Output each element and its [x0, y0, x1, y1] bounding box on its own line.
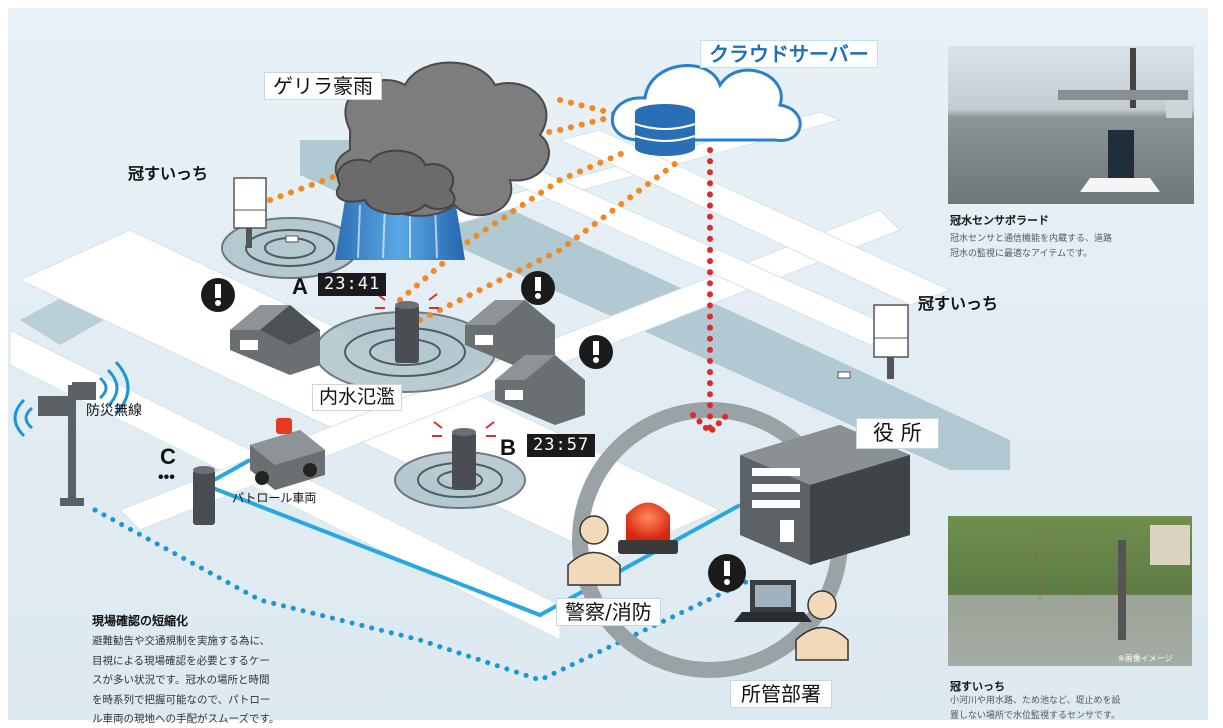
house-icon-3: [495, 355, 585, 425]
guerrilla-rain-label: ゲリラ豪雨: [264, 72, 382, 100]
radio-dots: [92, 507, 753, 683]
note-line: スが多い状況です。冠水の場所と時間: [92, 674, 270, 686]
kansui-label-right: 冠すいっち: [918, 294, 999, 313]
photo2-desc: 小河川や用水路、ため池など、堤止めを設 置しない場所で水位監視するセンサです。: [950, 694, 1200, 724]
alert-icon-3: [579, 335, 613, 369]
photo1-desc: 冠水センサと通信機能を内蔵する、道路 冠水の監視に最適なアイテムです。: [950, 232, 1200, 262]
naisui-label: 内水氾濫: [312, 384, 403, 411]
person-icon-2: [795, 590, 849, 661]
speaker-tower-icon: [13, 360, 130, 506]
patrol-label: パトロール車両: [232, 491, 317, 505]
yakusho-label: 役 所: [856, 418, 939, 449]
house-icon-2: [465, 300, 555, 370]
clock-b: 23:57: [527, 434, 596, 457]
marker-c-dots: •••: [158, 469, 175, 486]
note-body: 避難勧告や交通規制を実施する為に、 目視による現場確認を必要とするケー スが多い…: [92, 632, 392, 728]
rain-cloud-icon: [334, 61, 550, 260]
keisatsu-label: 警察/消防: [556, 598, 661, 626]
photo2-title: 冠すいっち: [950, 680, 1005, 693]
photo-water-switch: [948, 516, 1192, 666]
alert-icon-1: [201, 278, 235, 312]
flood-sensor-icon-c: [193, 466, 215, 525]
water-level-switch-icon-right: [837, 304, 909, 379]
bousai-label: 防災無線: [86, 403, 142, 419]
cloud-server-label: クラウドサーバー: [700, 40, 878, 68]
shokan-label: 所管部署: [730, 680, 832, 708]
flood-sensor-icon-b: [432, 421, 496, 490]
photo1-desc-line: 冠水の監視に最適なアイテムです。: [950, 249, 1093, 259]
water-level-switch-icon-left: [233, 177, 299, 248]
photo1-title: 冠水センサボラード: [950, 214, 1049, 227]
ripples: [221, 217, 526, 509]
note-title: 現場確認の短縮化: [92, 614, 189, 628]
alert-icon-2: [521, 271, 555, 305]
kansui-label-left: 冠すいっち: [128, 164, 209, 183]
note-line: 目視による現場確認を必要とするケー: [92, 654, 270, 667]
note-line: 避難勧告や交通規制を実施する為に、: [92, 635, 271, 647]
clock-a: 23:41: [318, 273, 387, 296]
marker-c: C: [160, 444, 176, 469]
photo2-desc-line: 小河川や用水路、ため池など、堤止めを設: [950, 696, 1121, 706]
database-icon: [634, 104, 696, 156]
marker-a: A: [292, 274, 308, 299]
photo2-overlay: ※画像イメージ: [1118, 654, 1173, 663]
marker-b: B: [500, 435, 516, 460]
person-icon-1: [567, 515, 621, 586]
red-arrowhead: [690, 412, 730, 437]
patrol-car-icon: [250, 418, 325, 490]
photo-bollard: [948, 46, 1194, 204]
note-line: を時系列で把握可能なので、パトロー: [92, 693, 271, 706]
beacon-icon: [618, 502, 678, 554]
photo2-desc-line: 置しない場所で水位監視するセンサです。: [950, 711, 1121, 721]
house-icon-1: [230, 305, 320, 375]
photo1-desc-line: 冠水センサと通信機能を内蔵する、道路: [950, 234, 1113, 244]
laptop-icon: [734, 580, 812, 622]
note-line: ル車両の現地への手配がスムーズです。: [92, 713, 280, 725]
alert-icon-4: [708, 554, 746, 592]
